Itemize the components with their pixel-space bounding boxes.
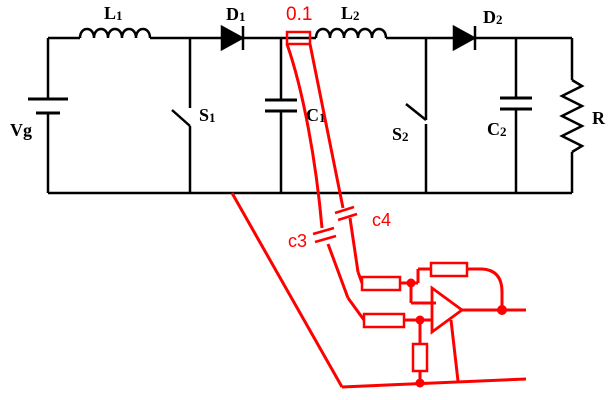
ground-sense-diagonal (230, 192, 344, 388)
label-d1: D1 (226, 4, 246, 24)
switch-s2 (405, 103, 427, 121)
power-circuit (28, 24, 585, 195)
sense-wire-a2 (348, 217, 360, 273)
overlay-junctions (406, 278, 507, 388)
junction-dot (415, 315, 425, 325)
opamp-supply-wire (449, 319, 460, 382)
label-l1: L1 (104, 3, 123, 23)
label-d2: D2 (483, 7, 503, 27)
diode-d1 (220, 24, 245, 52)
sense-wire-b2 (326, 243, 350, 299)
label-vg: Vg (10, 120, 32, 140)
junction-dot (406, 278, 416, 288)
sense-wire-b3 (346, 297, 366, 321)
sensing-overlay (230, 30, 527, 389)
bias-resistor (411, 342, 429, 373)
sense-wire-b1 (285, 43, 324, 229)
inductor-l1 (78, 27, 152, 39)
cap-c4-plate-2 (337, 212, 358, 222)
cap-c4-plate-1 (334, 205, 355, 215)
op-amp (430, 285, 465, 335)
label-s2: S2 (392, 124, 409, 144)
wire-fb-right (467, 267, 504, 310)
switch-s1 (171, 109, 191, 127)
resistor-r (559, 78, 585, 154)
input-resistor-bottom (362, 312, 406, 329)
circuit-labels: Vg L1 D1 S1 C1 L2 S2 D2 C2 R (10, 3, 606, 144)
junction-dot (497, 305, 507, 315)
label-s1: S1 (199, 105, 216, 125)
ground-sense-bottom (341, 377, 527, 389)
label-c4: c4 (372, 210, 391, 230)
junction-dot (415, 378, 425, 388)
label-shunt: 0.1 (286, 4, 312, 25)
cap-c3-plate-2 (314, 234, 337, 244)
feedback-resistor (429, 261, 469, 278)
label-c3: c3 (288, 231, 307, 251)
inductor-l2 (314, 27, 388, 39)
sense-wire-a1 (308, 43, 345, 209)
label-c1: C1 (306, 105, 326, 125)
shunt-resistor (285, 30, 312, 46)
label-c2: C2 (487, 119, 507, 139)
cap-c3-plate-1 (312, 226, 335, 236)
label-l2: L2 (341, 3, 360, 23)
diode-d2 (452, 24, 477, 52)
label-r: R (592, 108, 606, 128)
input-resistor-top (360, 275, 402, 292)
